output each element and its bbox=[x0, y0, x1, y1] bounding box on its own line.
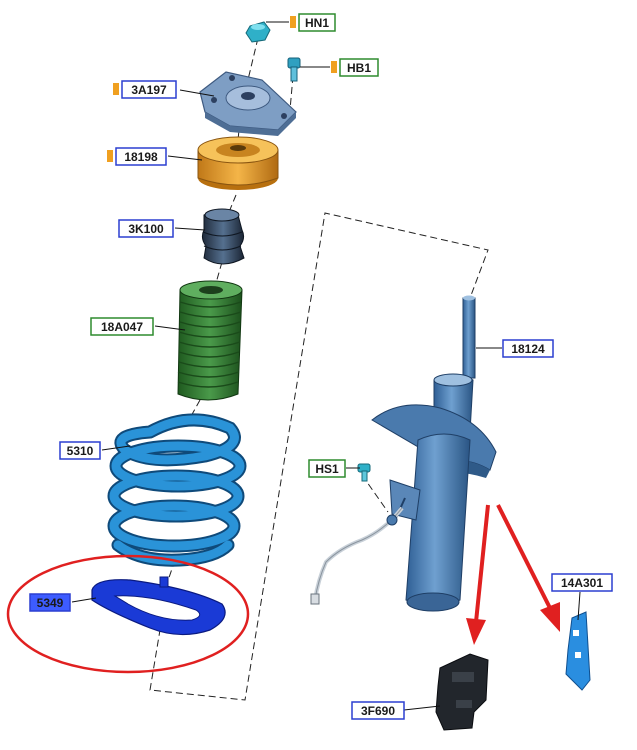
label-text-18a047: 18A047 bbox=[101, 320, 143, 334]
lower-insulator-5349-part bbox=[91, 576, 226, 636]
bolt-hb1-part bbox=[287, 57, 301, 82]
label-text-18124: 18124 bbox=[511, 342, 545, 356]
upper-seat-18198-part bbox=[197, 136, 279, 190]
label-text-18198: 18198 bbox=[124, 150, 158, 164]
nut-hn1-part bbox=[245, 21, 271, 43]
part-label-3f690: 3F690 bbox=[351, 701, 405, 720]
part-label-18198: 18198 bbox=[107, 147, 167, 166]
coil-spring-5310-part bbox=[107, 413, 247, 567]
leader-lines bbox=[71, 21, 581, 711]
label-text-hb1: HB1 bbox=[347, 61, 371, 75]
top-mount-3a197-part bbox=[199, 71, 297, 136]
part-label-18a047: 18A047 bbox=[90, 317, 154, 336]
label-text-3f690: 3F690 bbox=[361, 704, 395, 718]
bump-stop-3k100-part bbox=[201, 208, 245, 265]
red-arrows bbox=[466, 504, 560, 645]
part-label-hn1: HN1 bbox=[290, 13, 336, 32]
part-label-14a301: 14A301 bbox=[551, 573, 613, 592]
label-text-14a301: 14A301 bbox=[561, 576, 603, 590]
label-text-hs1: HS1 bbox=[315, 462, 339, 476]
part-label-5310: 5310 bbox=[59, 441, 101, 460]
screw-hs1-part bbox=[357, 463, 371, 482]
bracket-14a301-part bbox=[565, 611, 591, 691]
label-text-3a197: 3A197 bbox=[131, 83, 167, 97]
part-label-3k100: 3K100 bbox=[118, 219, 174, 238]
label-text-5310: 5310 bbox=[67, 444, 94, 458]
part-label-5349: 5349 bbox=[29, 593, 71, 612]
label-text-3k100: 3K100 bbox=[128, 222, 164, 236]
part-label-hb1: HB1 bbox=[331, 58, 379, 77]
label-text-5349: 5349 bbox=[37, 596, 64, 610]
part-label-hs1: HS1 bbox=[308, 459, 346, 478]
label-text-hn1: HN1 bbox=[305, 16, 329, 30]
highlight-circle bbox=[6, 554, 250, 674]
strut-18124-part bbox=[310, 295, 497, 612]
clip-3f690-part bbox=[435, 653, 489, 731]
dust-boot-18a047-part bbox=[177, 280, 243, 401]
part-label-3a197: 3A197 bbox=[113, 80, 177, 99]
part-label-18124: 18124 bbox=[502, 339, 554, 358]
